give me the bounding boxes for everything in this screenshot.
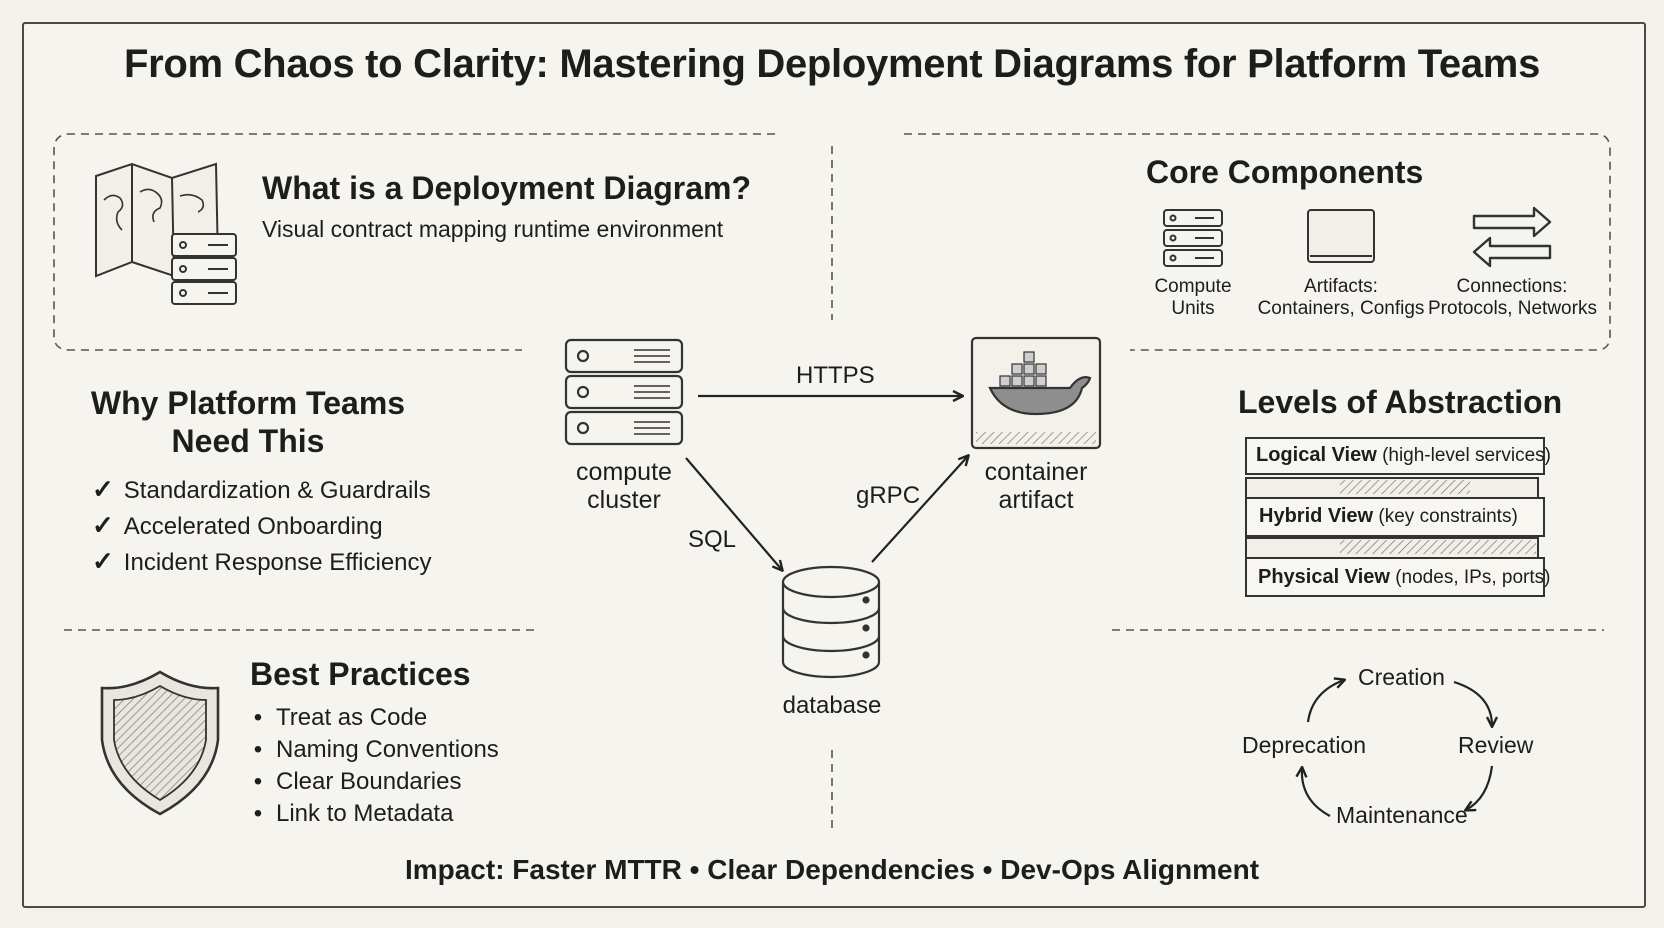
- list-item: • Link to Metadata: [246, 798, 499, 830]
- bullet: •: [253, 800, 263, 827]
- compute-cluster-label: compute cluster: [544, 458, 704, 514]
- why-heading-line1: Why Platform Teams: [90, 385, 406, 421]
- core-item-sublabel: Containers, Configs: [1257, 298, 1425, 319]
- core-item-connections: Connections: Protocols, Networks: [1428, 276, 1597, 320]
- core-item-sublabel: Units: [1171, 298, 1215, 319]
- what-subtitle: Visual contract mapping runtime environm…: [262, 216, 724, 242]
- list-item-text: Treat as Code: [276, 704, 428, 731]
- core-heading: Core Components: [1146, 154, 1424, 190]
- sql-label: SQL: [688, 526, 737, 553]
- why-heading: Why Platform Teams Need This: [84, 384, 412, 460]
- why-list: ✓ Standardization & Guardrails ✓ Accelerat…: [92, 472, 432, 580]
- list-item-text: Link to Metadata: [276, 800, 454, 827]
- list-item: • Clear Boundaries: [246, 766, 499, 798]
- bullet: •: [253, 704, 263, 731]
- list-item-text: Naming Conventions: [276, 736, 499, 763]
- list-item: • Treat as Code: [246, 702, 499, 734]
- bidirectional-arrows-icon: [1472, 206, 1552, 268]
- best-list: • Treat as Code • Naming Conventions • Clea…: [246, 702, 499, 830]
- container-artifact-icon: [970, 336, 1102, 450]
- lifecycle-creation: Creation: [1358, 664, 1445, 690]
- level-physical: Physical View (nodes, IPs, ports): [1258, 566, 1550, 589]
- level-name: Physical View: [1258, 566, 1390, 588]
- why-heading-line2: Need This: [171, 423, 325, 459]
- lifecycle-maintenance: Maintenance: [1336, 802, 1468, 828]
- container-label-line1: container: [984, 458, 1088, 486]
- level-detail: (high-level services): [1382, 445, 1552, 466]
- what-heading: What is a Deployment Diagram?: [262, 170, 751, 206]
- bullet: •: [253, 736, 263, 763]
- lifecycle-review: Review: [1458, 732, 1534, 758]
- check-icon: ✓: [92, 474, 114, 504]
- core-item-label: Connections:: [1456, 276, 1568, 297]
- compute-label-line2: cluster: [587, 486, 661, 514]
- https-label: HTTPS: [796, 362, 875, 389]
- section-dividers: [53, 133, 1611, 830]
- abstraction-stack: [1245, 437, 1545, 597]
- list-item: • Naming Conventions: [246, 734, 499, 766]
- level-detail: (nodes, IPs, ports): [1395, 567, 1551, 588]
- list-item-text: Standardization & Guardrails: [123, 477, 431, 504]
- list-item: ✓ Incident Response Efficiency: [92, 544, 432, 580]
- grpc-label: gRPC: [856, 482, 921, 509]
- list-item: ✓ Standardization & Guardrails: [92, 472, 432, 508]
- bullet: •: [253, 768, 263, 795]
- sql-arrow: [685, 457, 782, 570]
- check-icon: ✓: [92, 546, 114, 576]
- lifecycle-deprecation: Deprecation: [1242, 732, 1367, 758]
- list-item-text: Accelerated Onboarding: [123, 513, 383, 540]
- lifecycle-arrows: [1302, 680, 1492, 817]
- docker-whale-icon: [988, 351, 1092, 416]
- container-artifact-label: container artifact: [956, 458, 1116, 514]
- container-label-line2: artifact: [998, 486, 1074, 514]
- core-item-sublabel: Protocols, Networks: [1428, 298, 1597, 319]
- connection-arrows: [685, 396, 968, 570]
- level-detail: (key constraints): [1378, 506, 1518, 527]
- level-logical: Logical View (high-level services): [1256, 444, 1551, 467]
- compute-cluster-icon: [564, 338, 684, 446]
- core-item-compute: Compute Units: [1138, 276, 1248, 320]
- grpc-arrow: [871, 456, 968, 563]
- page-title: From Chaos to Clarity: Mastering Deploym…: [123, 42, 1541, 86]
- list-item: ✓ Accelerated Onboarding: [92, 508, 432, 544]
- server-rack-icon: [1163, 209, 1223, 267]
- shield-icon: [100, 670, 220, 816]
- best-heading: Best Practices: [250, 656, 471, 692]
- list-item-text: Clear Boundaries: [276, 768, 462, 795]
- level-name: Logical View: [1256, 444, 1377, 466]
- level-name: Hybrid View: [1259, 505, 1374, 527]
- core-item-label: Artifacts:: [1304, 276, 1378, 297]
- level-hybrid: Hybrid View (key constraints): [1259, 505, 1518, 528]
- impact-footer: Impact: Faster MTTR • Clear Dependencies…: [404, 854, 1260, 885]
- check-icon: ✓: [92, 510, 114, 540]
- map-server-icon: [95, 162, 237, 305]
- core-item-label: Compute: [1154, 276, 1232, 297]
- database-icon: [781, 565, 881, 679]
- levels-heading: Levels of Abstraction: [1238, 384, 1563, 420]
- compute-label-line1: compute: [576, 458, 672, 486]
- database-label: database: [782, 692, 882, 719]
- list-item-text: Incident Response Efficiency: [123, 549, 432, 576]
- artifact-box-icon: [1307, 209, 1375, 263]
- core-item-artifacts: Artifacts: Containers, Configs: [1254, 276, 1428, 320]
